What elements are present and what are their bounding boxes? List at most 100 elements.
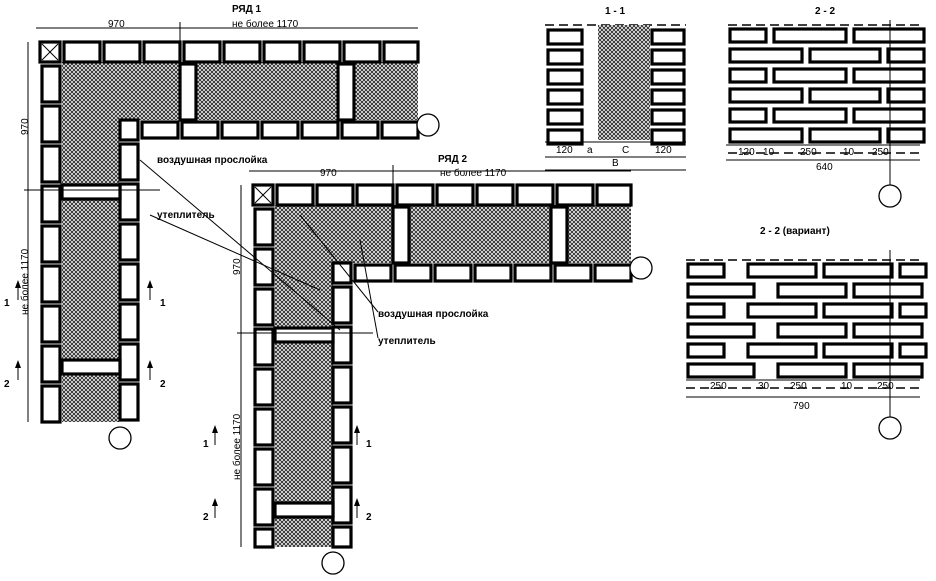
- brick: [253, 527, 275, 549]
- brick: [513, 263, 553, 283]
- brick: [728, 27, 768, 44]
- plan-row-1: РЯД 1 970 не более 1170 970 не более 117…: [4, 4, 299, 390]
- brick: [593, 263, 633, 283]
- brick: [253, 487, 275, 527]
- brick: [898, 262, 928, 279]
- brick: [331, 285, 353, 325]
- brick: [40, 184, 62, 224]
- plan-row-2-dim-left-bottom: не более 1170: [231, 413, 243, 480]
- brick: [180, 120, 220, 140]
- section-2-2-variant: 2 - 2 (вариант) 250 30 250 10 250 790: [710, 226, 894, 412]
- brick: [650, 108, 686, 126]
- brick: [650, 48, 686, 66]
- brick: [331, 445, 353, 485]
- brick: [331, 325, 353, 365]
- brick: [40, 64, 62, 104]
- brick: [395, 183, 435, 207]
- brick: [746, 342, 818, 359]
- section-variant-total: 790: [793, 401, 810, 412]
- section-1-1: 1 - 1 120 a C 120 B: [556, 6, 672, 169]
- brick: [260, 120, 300, 140]
- axis-marker-circle: [629, 256, 653, 280]
- brick: [686, 282, 756, 299]
- brick: [475, 183, 515, 207]
- dimension-line: [254, 186, 272, 204]
- brick: [40, 304, 62, 344]
- brick: [728, 87, 804, 104]
- plan-row-1-air-label: воздушная прослойка: [157, 155, 268, 166]
- brick: [772, 27, 848, 44]
- brick: [686, 342, 726, 359]
- brick: [262, 40, 302, 64]
- plan-row-2-insulation-label: утеплитель: [378, 336, 436, 347]
- section-arrow-icon: [354, 425, 360, 433]
- brick: [546, 68, 584, 86]
- brick: [772, 107, 848, 124]
- section-1-1-dim: C: [622, 145, 629, 156]
- tie-brick: [178, 62, 198, 122]
- section-2-2-dim: 250: [800, 147, 817, 158]
- corner-brick: [331, 261, 353, 285]
- plan-row-2-title: РЯД 2: [438, 154, 468, 165]
- section-2-2-variant-title: 2 - 2 (вариант): [760, 226, 830, 237]
- brick: [40, 144, 62, 184]
- section-arrow-icon: [15, 360, 21, 368]
- brick: [776, 362, 848, 379]
- section-variant-dim: 30: [758, 381, 770, 392]
- section-mark: 2: [160, 379, 166, 390]
- brick: [315, 183, 355, 207]
- plan-row-1-dim-top-left: 970: [108, 19, 125, 30]
- brick: [380, 120, 420, 140]
- dimension-line: [41, 43, 59, 61]
- brick: [433, 263, 473, 283]
- brick: [728, 107, 768, 124]
- brick: [222, 40, 262, 64]
- axis-marker-circle: [108, 426, 132, 450]
- dimension-line: [139, 159, 341, 331]
- brick: [40, 344, 62, 384]
- axis-marker-circle: [416, 113, 440, 137]
- brick: [140, 120, 180, 140]
- brick: [118, 182, 140, 222]
- section-mark: 1: [4, 298, 10, 309]
- brick: [686, 362, 756, 379]
- tie-brick: [273, 326, 335, 344]
- tie-brick: [336, 62, 356, 122]
- section-mark: 2: [366, 512, 372, 523]
- brick: [852, 282, 924, 299]
- section-2-2-dim: 10: [763, 147, 775, 158]
- brick: [118, 302, 140, 342]
- plan-row-2: РЯД 2 970 не более 1170 970 не более 117…: [203, 154, 507, 523]
- brick: [331, 525, 353, 549]
- brick: [808, 127, 882, 144]
- brick: [331, 405, 353, 445]
- section-1-1-dim: 120: [655, 145, 672, 156]
- brick: [435, 183, 475, 207]
- brick: [822, 342, 894, 359]
- plan-row-2-dim-top-right: не более 1170: [440, 167, 507, 179]
- insulation-fill: [62, 62, 418, 120]
- brick: [473, 263, 513, 283]
- section-2-2-dim: 120: [738, 147, 755, 158]
- brick: [650, 88, 686, 106]
- section-variant-dim: 250: [877, 381, 894, 392]
- dimension-line: [299, 214, 379, 313]
- brick: [852, 67, 926, 84]
- brick: [253, 327, 275, 367]
- dimension-line: [149, 214, 321, 291]
- section-variant-dim: 10: [841, 381, 853, 392]
- brick: [686, 262, 726, 279]
- brick: [253, 447, 275, 487]
- brick: [118, 142, 140, 182]
- section-1-1-title: 1 - 1: [605, 6, 625, 17]
- brick: [728, 47, 804, 64]
- brick: [275, 183, 315, 207]
- brick: [546, 128, 584, 146]
- section-2-2-title: 2 - 2: [815, 6, 835, 17]
- brick: [40, 264, 62, 304]
- brick: [546, 28, 584, 46]
- brick: [822, 262, 894, 279]
- tie-brick: [60, 358, 122, 376]
- brick: [253, 247, 275, 287]
